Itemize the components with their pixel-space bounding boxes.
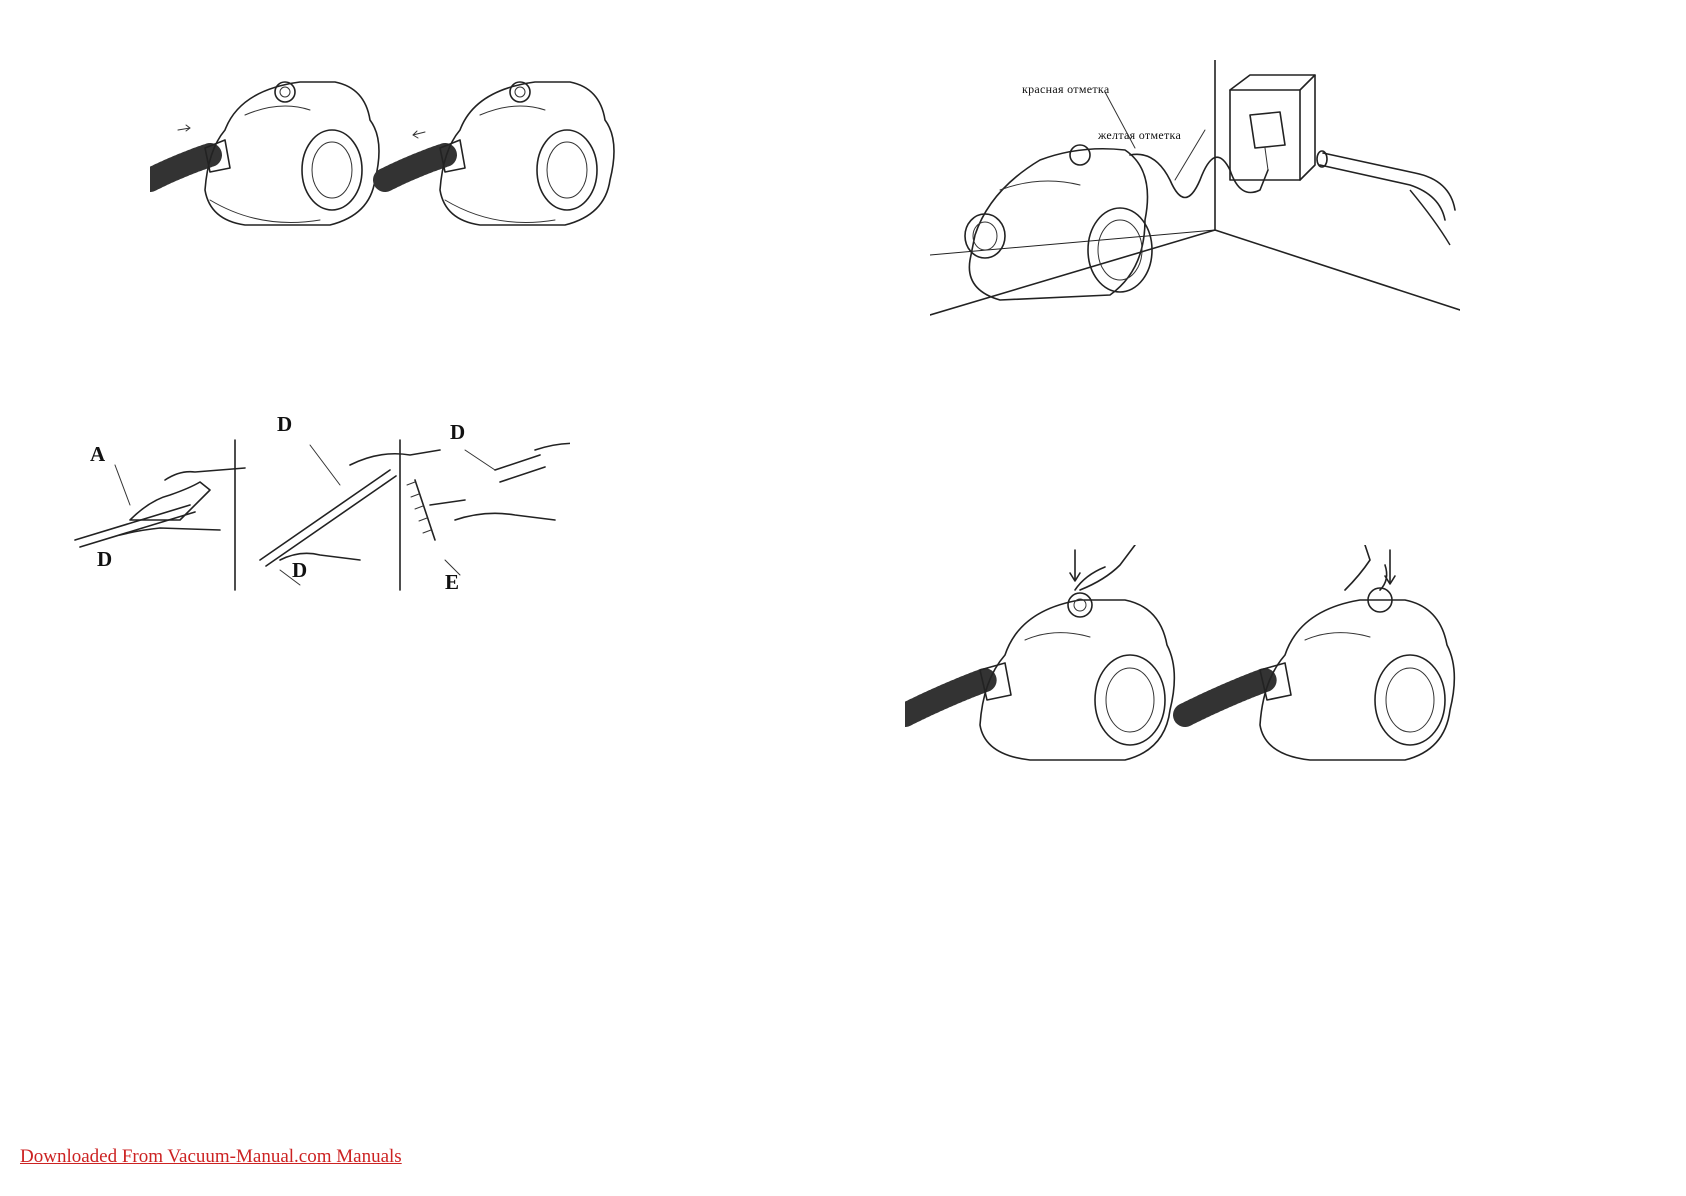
label-d-panel2-bottom: D <box>292 558 307 583</box>
figure-power-cord: красная отметка желтая отметка <box>930 60 1460 320</box>
figure-tube-assembly: A D D D D E <box>70 410 570 595</box>
vacuum-cleaner-icon <box>150 60 620 240</box>
figure-foot-switch <box>905 545 1465 770</box>
label-d-panel2-top: D <box>277 412 292 437</box>
caption-red-mark: красная отметка <box>1022 82 1109 97</box>
figure-hose-connect <box>150 60 620 240</box>
label-a: A <box>90 442 105 467</box>
wall-socket-icon <box>1230 75 1315 180</box>
footer-source-link[interactable]: Downloaded From Vacuum-Manual.com Manual… <box>20 1146 402 1168</box>
caption-yellow-mark: желтая отметка <box>1098 128 1181 143</box>
hand-icon <box>75 465 245 547</box>
label-d-panel3: D <box>450 420 465 445</box>
label-d-panel1: D <box>97 547 112 572</box>
label-e: E <box>445 570 459 595</box>
